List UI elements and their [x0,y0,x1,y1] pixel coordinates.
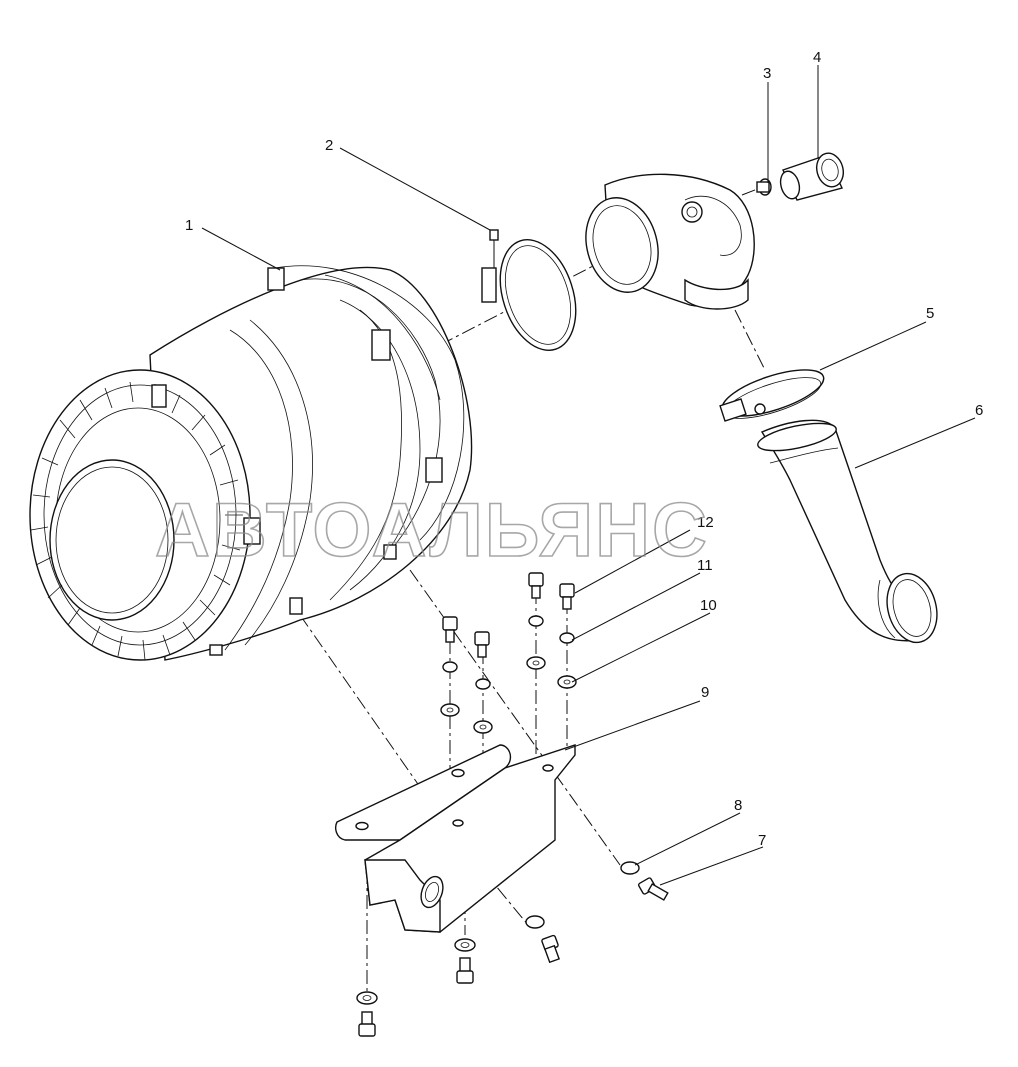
leader-lines [201,65,976,886]
callout-2: 2 [325,137,333,154]
callout-9: 9 [701,684,709,701]
watermark: АВТОАЛЬЯНС [155,488,709,573]
clamp [481,229,577,351]
callout-7: 7 [758,832,766,849]
lower-fasteners [356,861,669,1037]
hose-clamp [719,369,825,422]
air-filter-housing [29,265,473,661]
mounting-bracket [335,744,576,933]
intake-hose [757,419,938,644]
callout-5: 5 [926,305,934,322]
outlet-elbow [585,173,755,310]
fitting [756,178,772,196]
callout-1: 1 [185,217,193,234]
callout-labels: 1 2 3 4 5 6 7 8 9 10 11 12 [185,49,983,849]
callout-3: 3 [763,65,771,82]
callout-8: 8 [734,797,742,814]
flat-washer [440,656,577,734]
sensor-cap [779,152,845,201]
bolt [442,572,575,658]
callout-12: 12 [697,514,714,531]
callout-11: 11 [697,557,713,574]
callout-4: 4 [813,49,821,66]
callout-10: 10 [700,597,717,614]
lock-washer [442,615,575,690]
callout-6: 6 [975,402,983,419]
